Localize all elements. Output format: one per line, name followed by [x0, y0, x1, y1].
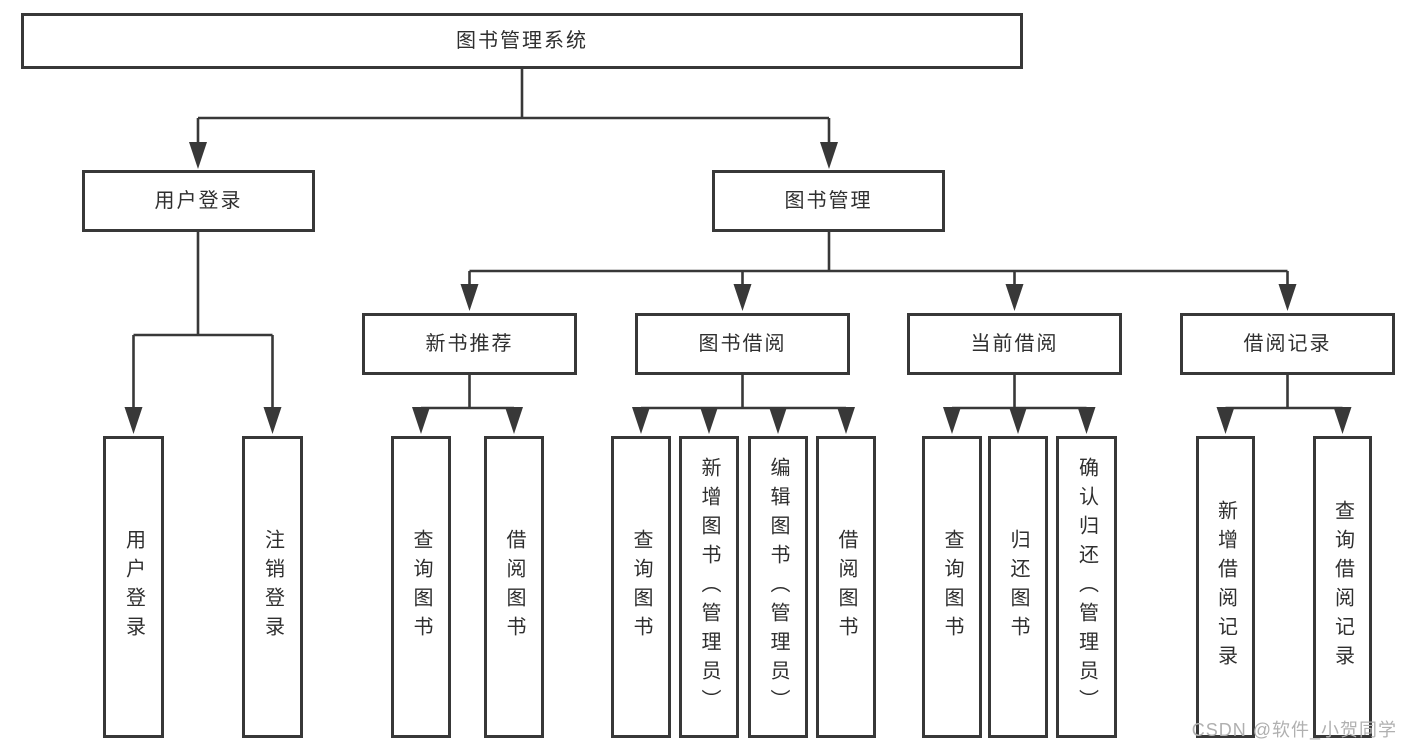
arrow-down-icon	[460, 284, 479, 311]
node-leaf-user-login: 用户登录	[103, 436, 164, 738]
node-current-borrowing: 当前借阅	[907, 313, 1122, 375]
arrow-down-icon	[505, 407, 523, 434]
node-borrowing-records: 借阅记录	[1180, 313, 1395, 375]
arrow-down-icon	[1278, 284, 1297, 311]
arrow-down-icon	[820, 142, 838, 169]
node-label: 借阅图书	[503, 529, 525, 645]
arrow-down-icon	[412, 407, 430, 434]
node-label: 编辑图书（管理员）	[767, 456, 789, 718]
arrow-down-icon	[837, 407, 855, 434]
node-label: 归还图书	[1007, 529, 1029, 645]
node-label: 图书管理系统	[456, 30, 588, 52]
node-label: 用户登录	[154, 190, 243, 212]
node-label: 查询图书	[410, 529, 432, 645]
node-label: 注销登录	[261, 529, 284, 645]
arrow-down-icon	[700, 407, 718, 434]
node-leaf-add-borrow-record: 新增借阅记录	[1196, 436, 1255, 738]
arrow-down-icon	[1009, 407, 1027, 434]
node-label: 借阅记录	[1243, 333, 1332, 355]
node-label: 图书管理	[784, 190, 873, 212]
node-label: 借阅图书	[835, 529, 857, 645]
node-label: 查询图书	[941, 529, 963, 645]
node-library-management-system: 图书管理系统	[21, 13, 1023, 69]
node-label: 新书推荐	[425, 333, 514, 355]
node-label: 用户登录	[122, 529, 145, 645]
node-leaf-add-books-admin: 新增图书（管理员）	[679, 436, 739, 738]
node-leaf-borrow-books: 借阅图书	[484, 436, 544, 738]
node-user-login: 用户登录	[82, 170, 315, 232]
arrow-down-icon	[124, 407, 143, 434]
node-new-book-recommend: 新书推荐	[362, 313, 577, 375]
node-leaf-return-books: 归还图书	[988, 436, 1048, 738]
node-leaf-borrow-books: 借阅图书	[816, 436, 876, 738]
node-leaf-confirm-return-admin: 确认归还（管理员）	[1056, 436, 1117, 738]
node-label: 新增图书（管理员）	[698, 456, 720, 718]
arrow-down-icon	[632, 407, 650, 434]
node-leaf-logout: 注销登录	[242, 436, 303, 738]
connector-arrowheads	[124, 142, 1352, 434]
csdn-watermark: CSDN @软件_小贺同学	[1191, 720, 1397, 740]
arrow-down-icon	[1005, 284, 1024, 311]
arrow-down-icon	[263, 407, 282, 434]
node-label: 图书借阅	[698, 333, 787, 355]
connector-line-group	[132, 69, 1343, 410]
node-book-borrowing: 图书借阅	[635, 313, 850, 375]
node-leaf-query-books: 查询图书	[922, 436, 982, 738]
node-book-management: 图书管理	[712, 170, 945, 232]
arrow-down-icon	[1216, 407, 1235, 434]
arrow-down-icon	[1077, 407, 1096, 434]
node-leaf-query-books: 查询图书	[611, 436, 671, 738]
node-leaf-query-books: 查询图书	[391, 436, 451, 738]
arrow-down-icon	[943, 407, 961, 434]
node-label: 查询图书	[630, 529, 652, 645]
node-label: 确认归还（管理员）	[1075, 456, 1098, 718]
arrow-down-icon	[189, 142, 207, 169]
arrow-down-icon	[733, 284, 752, 311]
node-leaf-edit-books-admin: 编辑图书（管理员）	[748, 436, 808, 738]
arrow-down-icon	[769, 407, 787, 434]
node-label: 新增借阅记录	[1214, 500, 1237, 674]
node-leaf-query-borrow-record: 查询借阅记录	[1313, 436, 1372, 738]
node-label: 当前借阅	[970, 333, 1059, 355]
node-label: 查询借阅记录	[1331, 500, 1354, 674]
arrow-down-icon	[1333, 407, 1352, 434]
